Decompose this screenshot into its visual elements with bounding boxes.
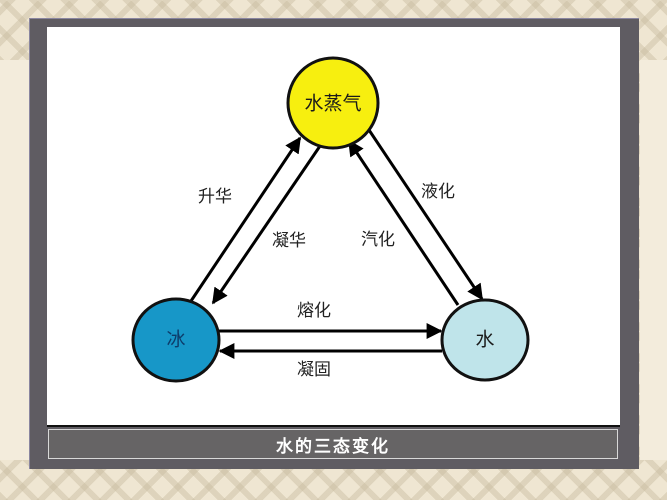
diagram-canvas: 水蒸气 冰 水 升华 凝华 液化 汽化 熔化 凝固 bbox=[47, 27, 620, 427]
arrow-deposition bbox=[211, 145, 322, 305]
arrow-condensation bbox=[367, 129, 484, 301]
water-node-label: 水 bbox=[475, 328, 495, 351]
label-vaporization: 汽化 bbox=[361, 230, 395, 250]
slide-caption: 水的三态变化 bbox=[48, 429, 618, 459]
label-condensation: 液化 bbox=[421, 182, 455, 202]
background-margin-right bbox=[640, 60, 667, 460]
label-deposition: 凝华 bbox=[272, 231, 306, 251]
water-node-circle bbox=[440, 298, 530, 382]
background-margin-left bbox=[0, 60, 29, 460]
state-diagram-svg bbox=[131, 56, 530, 383]
vapor-node-label: 水蒸气 bbox=[304, 92, 362, 115]
ice-node-label: 冰 bbox=[166, 328, 186, 351]
arrow-vaporization bbox=[347, 139, 460, 306]
label-freezing: 凝固 bbox=[297, 360, 331, 380]
vapor-node-circle bbox=[286, 56, 380, 150]
ice-node-circle bbox=[131, 297, 221, 383]
arrow-sublimation bbox=[187, 136, 302, 305]
label-melting: 熔化 bbox=[297, 301, 331, 321]
label-sublimation: 升华 bbox=[198, 187, 232, 207]
